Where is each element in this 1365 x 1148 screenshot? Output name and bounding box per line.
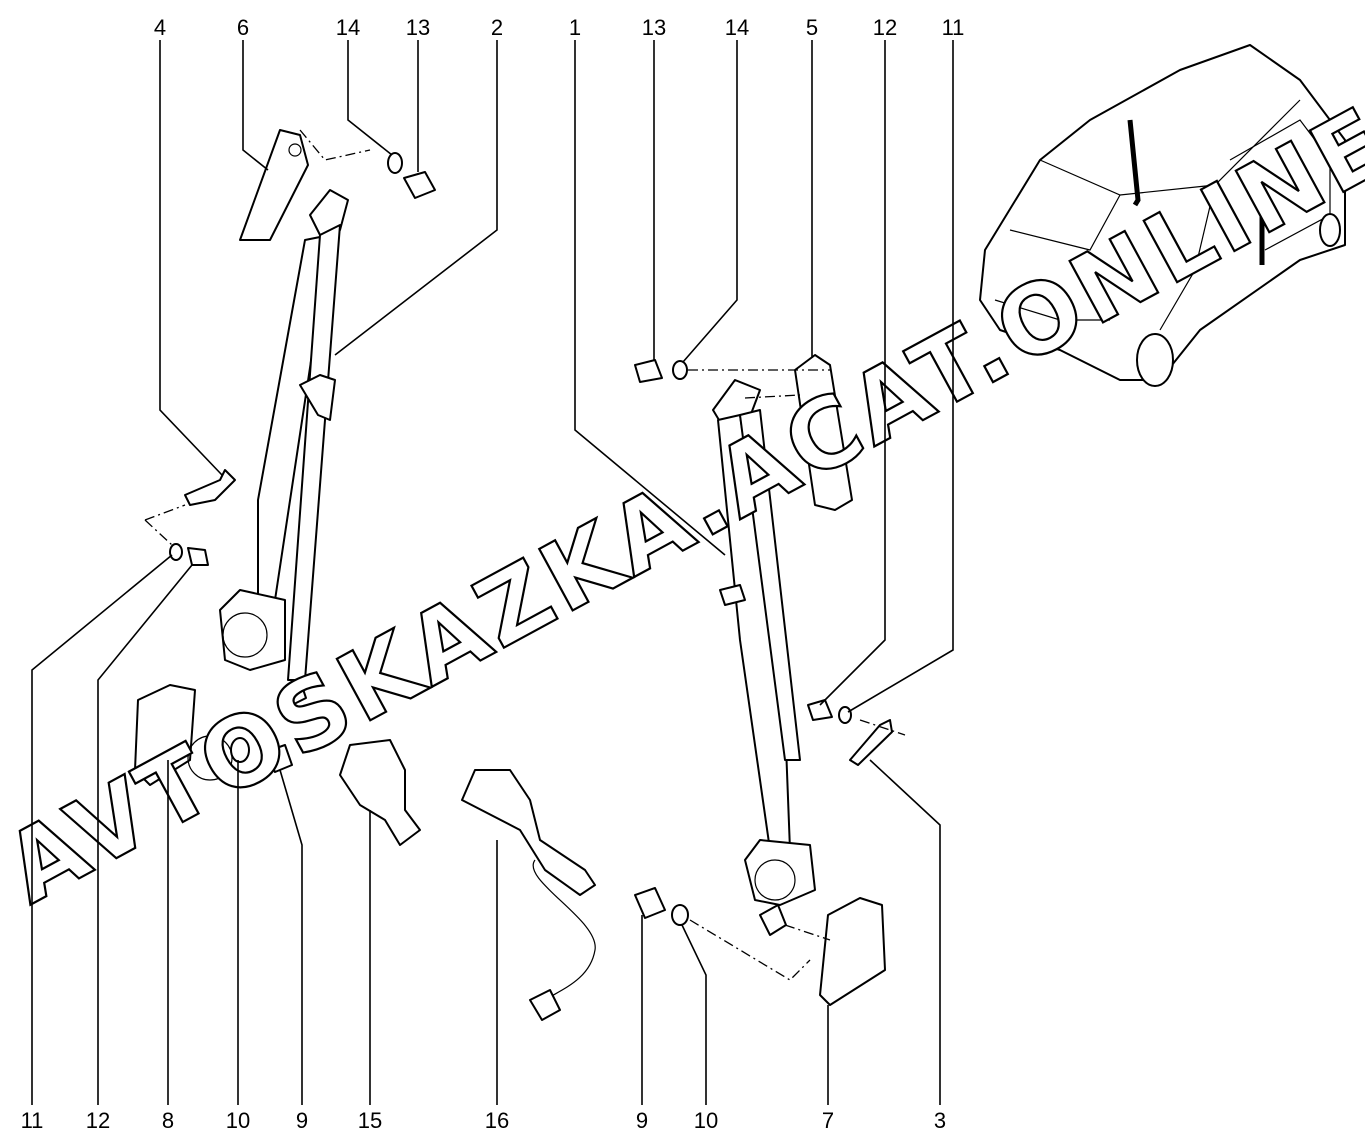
callout-4-top: 4 <box>154 15 166 40</box>
part-10-washer-right <box>671 904 689 926</box>
part-14-washer <box>387 152 403 174</box>
part-16-buckle-with-sensor <box>461 769 596 896</box>
callout-7-bottom: 7 <box>822 1108 834 1133</box>
part-3-bracket-right <box>849 719 893 766</box>
part-9-bolt-left <box>264 744 293 773</box>
callout-12-bottom: 12 <box>86 1108 110 1133</box>
callout-10-bottom-right: 10 <box>694 1108 718 1133</box>
callout-5-top: 5 <box>806 15 818 40</box>
part-8-cover-left <box>134 684 196 786</box>
part-11-washer-left <box>169 543 183 561</box>
callout-12-top: 12 <box>873 15 897 40</box>
part-13-bolt <box>403 171 436 199</box>
part-4-bracket <box>184 469 236 506</box>
callout-3-bottom: 3 <box>934 1108 946 1133</box>
callout-9-bottom-left: 9 <box>296 1108 308 1133</box>
part-7-cover-right <box>819 897 886 1006</box>
part-12-bolt-right <box>807 699 833 721</box>
part-15-buckle <box>339 739 421 846</box>
left-seat-belt <box>219 189 349 707</box>
callout-14-top-right: 14 <box>725 15 749 40</box>
callout-16-bottom: 16 <box>485 1108 509 1133</box>
callout-10-bottom-left: 10 <box>226 1108 250 1133</box>
callout-13-top-left: 13 <box>406 15 430 40</box>
part-6-upper-anchor <box>239 129 309 241</box>
part-5-guide-right <box>794 354 853 511</box>
watermark: AVTOSKAZKA.ACAT.ONLINE <box>0 85 1365 926</box>
part-12-bolt-left <box>187 547 209 566</box>
part-9-bolt-right <box>634 887 666 919</box>
callout-6-top: 6 <box>237 15 249 40</box>
callout-14-top-left: 14 <box>336 15 360 40</box>
callout-9-bottom-right: 9 <box>636 1108 648 1133</box>
callout-15-bottom: 15 <box>358 1108 382 1133</box>
callout-11-top: 11 <box>942 15 965 40</box>
car-thumbnail <box>979 44 1346 387</box>
callout-1-top: 1 <box>569 15 581 40</box>
callout-8-bottom: 8 <box>162 1108 174 1133</box>
leader-lines <box>31 40 954 1105</box>
callout-11-bottom: 11 <box>21 1108 44 1133</box>
part-11-washer-right <box>838 706 852 724</box>
callout-13-top-right: 13 <box>642 15 666 40</box>
part-13-bolt-right <box>634 359 663 383</box>
right-seat-belt <box>712 379 816 936</box>
part-10-washer-left <box>230 737 250 763</box>
callout-2-top: 2 <box>491 15 503 40</box>
part-14-washer-right <box>672 360 688 380</box>
